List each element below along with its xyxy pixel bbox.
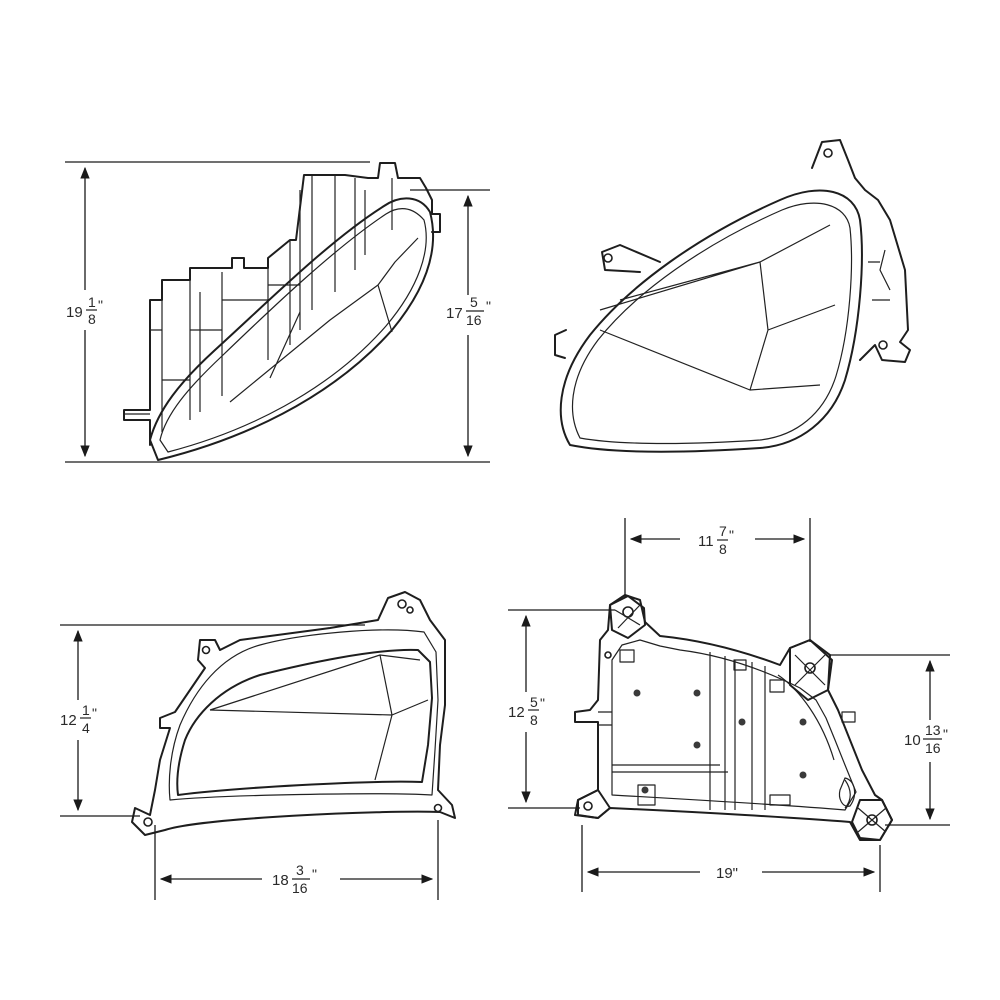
front-dim-height: 12 1 4 " — [60, 624, 365, 817]
dim-denominator: 4 — [82, 720, 90, 736]
front-dim-width-label: 18 3 16 " — [272, 862, 317, 896]
front-view: 12 1 4 " 18 3 16 " — [60, 591, 456, 900]
dim-numerator: 1 — [82, 702, 90, 718]
dim-denominator: 8 — [530, 712, 538, 728]
dim-numerator: 3 — [296, 862, 304, 878]
front-housing — [131, 591, 456, 836]
dim-unit: " — [312, 866, 317, 882]
rear-dim-top-width: 11 7 8 " — [624, 518, 811, 642]
front-dim-width: 18 3 16 " — [154, 820, 439, 900]
isometric-view — [554, 139, 911, 453]
rear-view: 11 7 8 " 12 5 8 " — [508, 518, 950, 892]
iso-housing — [554, 139, 911, 363]
dim-numerator: 5 — [470, 294, 478, 310]
rear-dim-left-height: 12 5 8 " — [508, 609, 615, 809]
rear-dim-width: 19" — [581, 825, 881, 892]
dim-unit: " — [98, 297, 103, 313]
side-view: 19 1 8 " 17 5 16 " — [65, 161, 491, 463]
dim-unit: " — [943, 726, 948, 742]
front-lens — [176, 648, 433, 796]
rear-dim-right-height-label: 10 13 16 " — [904, 722, 948, 756]
dim-denominator: 16 — [925, 740, 941, 756]
dim-whole: 17 — [446, 305, 463, 322]
dim-unit: " — [486, 298, 491, 314]
dim-denominator: 16 — [466, 312, 482, 328]
side-dim-lens-height: 17 5 16 " — [410, 189, 491, 458]
rear-dim-left-height-label: 12 5 8 " — [508, 694, 545, 728]
side-dim-lens-height-label: 17 5 16 " — [446, 294, 491, 328]
front-dim-height-label: 12 1 4 " — [60, 702, 97, 736]
iso-lens — [559, 189, 863, 453]
dim-whole: 10 — [904, 732, 921, 749]
dim-numerator: 13 — [925, 722, 941, 738]
dim-unit: " — [92, 705, 97, 721]
dim-denominator: 8 — [88, 311, 96, 327]
rear-dim-top-width-label: 11 7 8 " — [698, 523, 734, 557]
side-view-lens — [149, 197, 434, 461]
dim-whole: 12 — [508, 704, 525, 721]
side-dim-total-height: 19 1 8 " — [65, 161, 490, 463]
dim-whole: 11 — [698, 533, 714, 550]
rear-housing — [574, 594, 893, 841]
rear-dim-right-height: 10 13 16 " — [830, 654, 950, 826]
side-view-housing — [123, 162, 441, 446]
dim-numerator: 5 — [530, 694, 538, 710]
dim-whole: 12 — [60, 712, 77, 729]
dim-numerator: 7 — [719, 523, 727, 539]
side-dim-total-height-label: 19 1 8 " — [66, 294, 103, 327]
dim-numerator: 1 — [88, 294, 96, 310]
dim-whole: 18 — [272, 872, 289, 889]
dim-unit: " — [540, 695, 545, 711]
dim-whole: 19 — [66, 304, 83, 321]
dim-denominator: 16 — [292, 880, 308, 896]
rear-fasteners — [604, 649, 807, 794]
rear-dim-width-label: 19" — [716, 865, 738, 882]
dim-denominator: 8 — [719, 541, 727, 557]
dim-unit: " — [729, 527, 734, 543]
